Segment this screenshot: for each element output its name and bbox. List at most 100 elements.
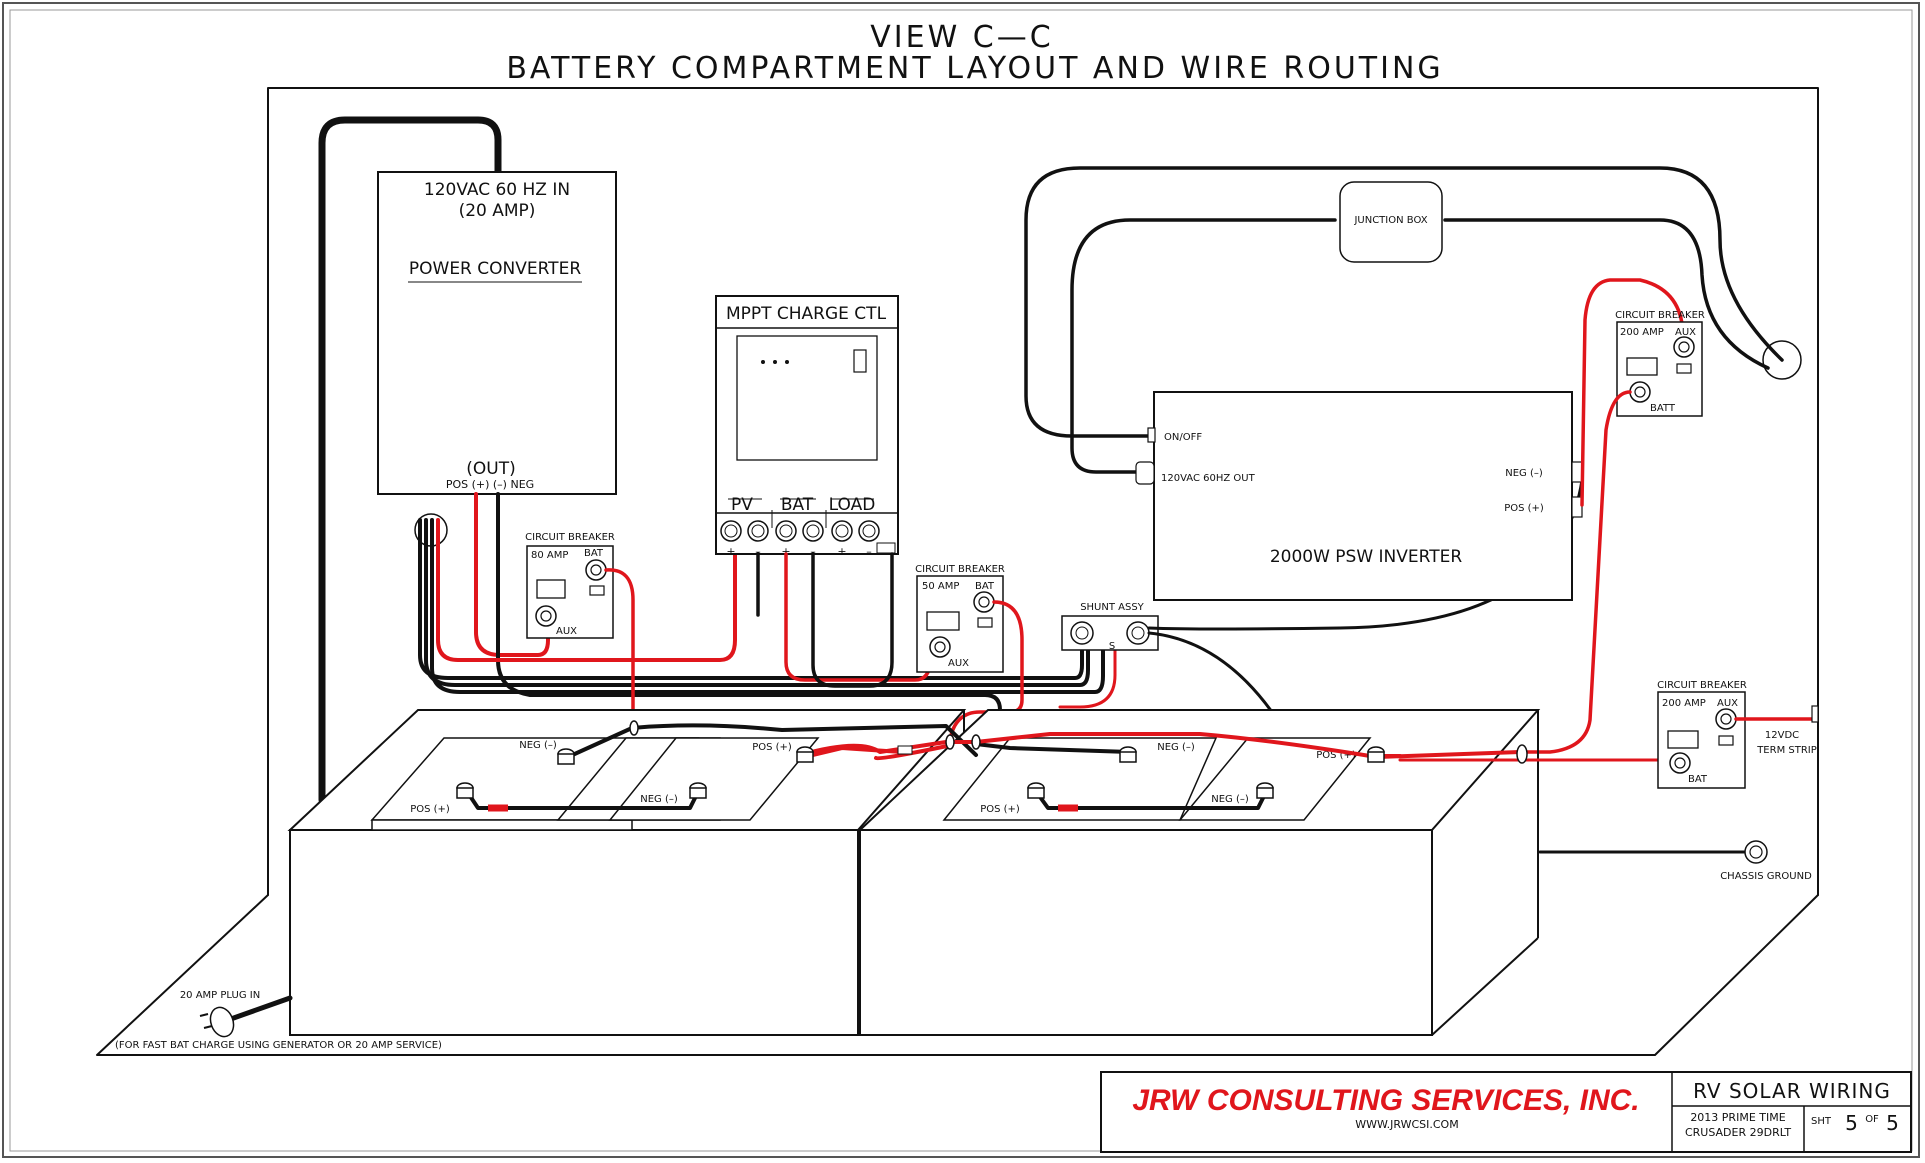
breaker-50-reset [926,611,960,631]
wall-grommet-right-top [1762,340,1802,380]
plug-cord [225,995,293,1023]
mppt-pv-label: PV [731,495,753,515]
battery-3-pos-label: POS (+) [980,804,1020,815]
breaker-50-aux-stud [929,636,951,658]
circuit-breaker-200a-top: CIRCUIT BREAKER 200 AMP AUX BATT [1615,310,1705,417]
mppt-name: MPPT CHARGE CTL [726,304,887,324]
view-title: VIEW C—C [870,20,1053,55]
battery-cells [370,737,1372,831]
layout-title: BATTERY COMPARTMENT LAYOUT AND WIRE ROUT… [506,51,1443,86]
breaker-200-right-aux-stud [1715,708,1737,730]
model-line1: 2013 PRIME TIME [1690,1111,1785,1124]
converter-out-label: (OUT) [466,459,515,479]
mppt-bat-plus: + [781,545,790,558]
junction-box-label: JUNCTION BOX [1353,215,1427,226]
breaker-50-rating: 50 AMP [922,581,959,592]
breaker-80-reset [536,579,566,599]
battery-3-neg-label: NEG (–) [1157,742,1195,753]
breaker-200-top-batt-stud [1629,381,1651,403]
sheet-total: 5 [1886,1111,1900,1135]
mppt-charge-controller: MPPT CHARGE CTL PV BAT LOAD + – + – + – [715,295,899,558]
mppt-pv-plus: + [726,545,735,558]
converter-ac-cable [318,116,502,804]
plug-note: (FOR FAST BAT CHARGE USING GENERATOR OR … [115,1040,442,1051]
power-converter: 120VAC 60 HZ IN (20 AMP) POWER CONVERTER… [377,171,617,495]
circuit-breaker-200a-right: CIRCUIT BREAKER 200 AMP AUX BAT [1657,680,1747,789]
breaker-200-top-aux-stud [1673,336,1695,358]
battery-4-neg-label: NEG (–) [1211,794,1249,805]
converter-name: POWER CONVERTER [409,259,581,279]
mppt-pv-minus: – [755,545,761,558]
term-strip-line1: 12VDC [1765,730,1799,741]
converter-cable-bundle [418,492,1117,720]
title-block: JRW CONSULTING SERVICES, INC. WWW.JRWCSI… [1100,1071,1912,1153]
inverter-on-off: ON/OFF [1164,432,1202,443]
power-converter-box [377,171,617,495]
breaker-50-bat-stud [973,591,995,613]
mppt-terminals [720,520,880,542]
breaker-80-bat: BAT [584,548,604,559]
battery-jumpers [464,723,1757,854]
breaker-80-aux-stud [535,605,557,627]
breaker-200-top-aux: AUX [1675,327,1696,338]
battery-posts [456,746,1385,799]
inverter-box [1153,391,1573,601]
model-line2: CRUSADER 29DRLT [1685,1126,1791,1139]
mppt-wires [756,552,932,688]
converter-input-line2: (20 AMP) [459,201,536,221]
breaker-200-right-bat-stud [1669,752,1691,774]
breaker-50-title: CIRCUIT BREAKER [915,564,1005,575]
inverter: ON/OFF 120VAC 60HZ OUT NEG (–) POS (+) 2… [1135,391,1583,601]
breaker-200-right-rating: 200 AMP [1662,698,1706,709]
converter-input-line1: 120VAC 60 HZ IN [424,180,570,200]
sheet-number: 5 [1845,1111,1859,1135]
breaker-200-top-rating: 200 AMP [1620,327,1664,338]
breaker-200-right-reset [1667,730,1699,749]
mppt-bat-minus: – [810,545,816,558]
plug-label: 20 AMP PLUG IN [180,990,260,1001]
term-strip-stud [1811,705,1819,723]
battery-1-pos-label: POS (+) [410,804,450,815]
breaker-200-right-indicator [1718,735,1734,746]
battery-1-neg-label: NEG (–) [519,740,557,751]
inverter-pos-to-breaker-wire [1580,278,1685,507]
chassis-ground-stud [1744,840,1768,864]
shunt-assembly: SHUNT ASSY S [1061,602,1159,652]
shunt-label: SHUNT ASSY [1080,602,1144,613]
breaker-200-top-to-battery-wire [1518,390,1632,754]
drawing-title: RV SOLAR WIRING [1693,1079,1891,1103]
compartment [96,87,1819,1056]
circuit-breaker-80a: CIRCUIT BREAKER 80 AMP BAT AUX [525,532,615,639]
mppt-bat-label: BAT [781,495,814,515]
company-website: WWW.JRWCSI.COM [1355,1118,1458,1131]
breaker-200-top-reset [1626,357,1658,376]
term-strip-line2: TERM STRIP [1756,745,1817,756]
breaker-80-indicator [589,585,605,596]
circuit-breaker-50a: CIRCUIT BREAKER 50 AMP BAT AUX [915,564,1005,673]
chassis-ground-label: CHASSIS GROUND [1720,871,1812,882]
breaker-80-bat-stud [585,559,607,581]
junction-box [1339,181,1443,263]
breaker-80-to-battery-wire [604,568,635,732]
shunt-to-inverter-wire [1147,631,1274,714]
converter-terminals: POS (+) (–) NEG [446,478,534,491]
breaker-200-right-bat: BAT [1688,774,1708,785]
breaker-50-aux: AUX [948,658,969,669]
battery-2-neg-label: NEG (–) [640,794,678,805]
sheet-of: OF [1865,1114,1879,1125]
breaker-80-title: CIRCUIT BREAKER [525,532,615,543]
breaker-200-right-box [1657,691,1746,789]
breaker-50-bat: BAT [975,581,995,592]
inverter-ac-out: 120VAC 60HZ OUT [1161,473,1256,484]
inverter-neg: NEG (–) [1505,468,1543,479]
inverter-pos: POS (+) [1504,503,1544,514]
breaker-200-top-title: CIRCUIT BREAKER [1615,310,1705,321]
plug-icon [199,1006,235,1038]
breaker-200-top-indicator [1676,363,1692,374]
battery-4-pos-label: POS (+) [1316,750,1356,761]
breaker-80-rating: 80 AMP [531,550,568,561]
breaker-80-aux: AUX [556,626,577,637]
mppt-load-plus: + [837,545,846,558]
